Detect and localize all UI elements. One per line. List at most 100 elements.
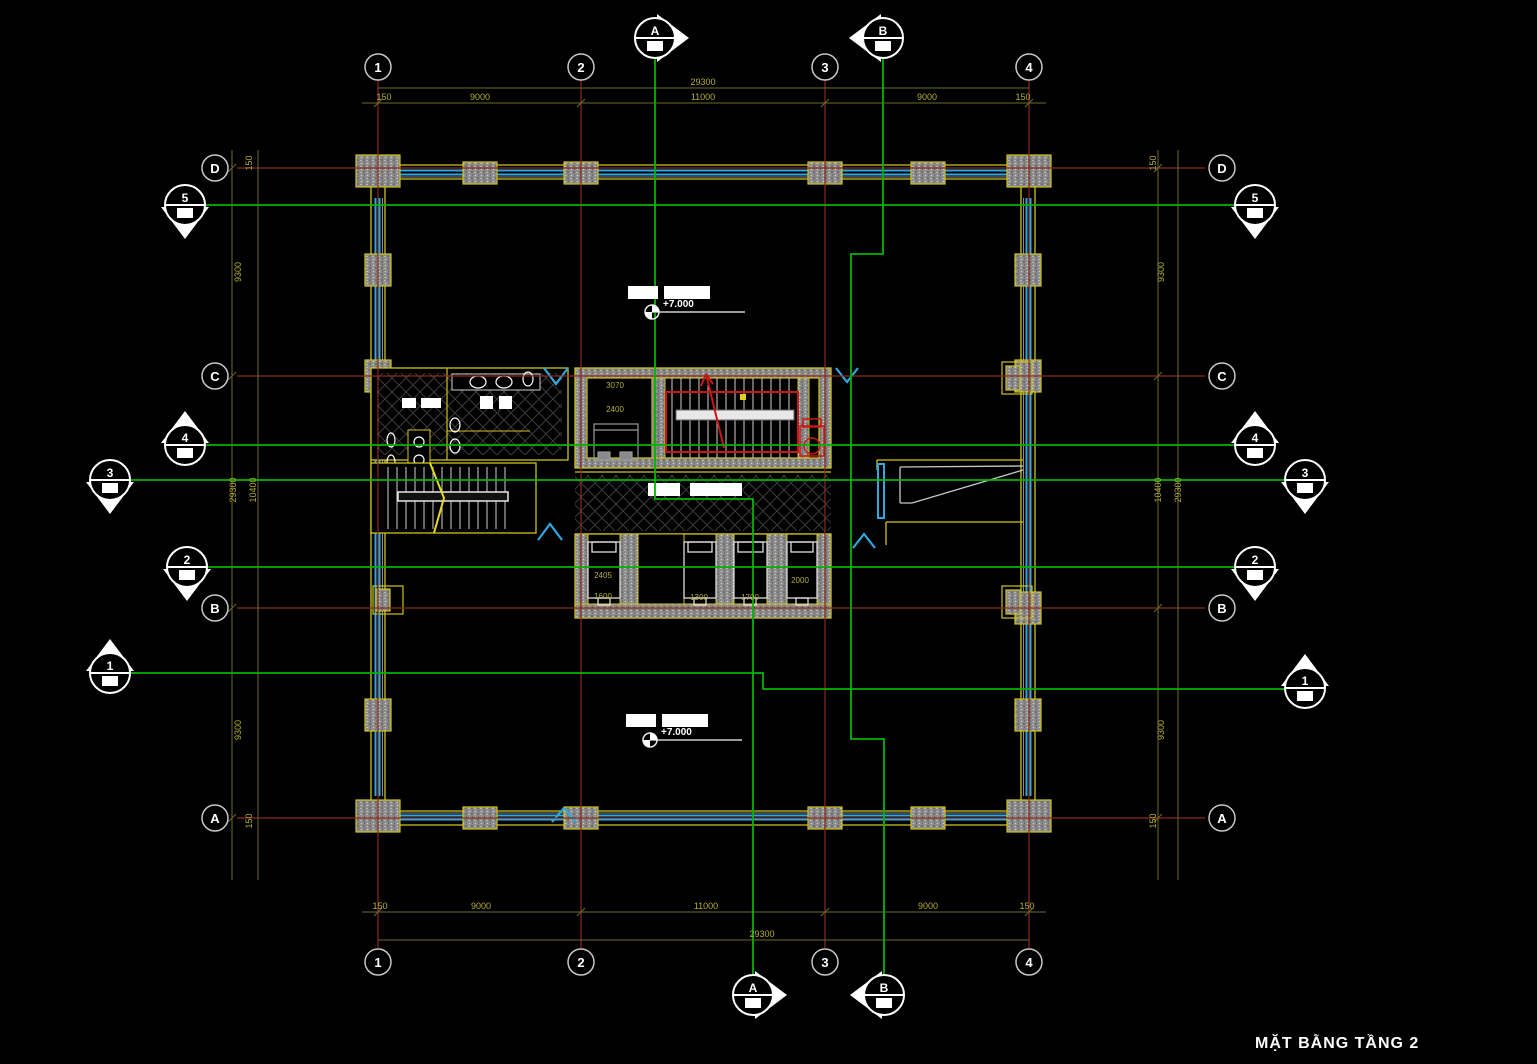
level-value-lower: +7.000 — [661, 727, 692, 738]
dim-bank: 1300 — [690, 593, 708, 602]
stair-center-rail — [675, 409, 795, 421]
section-marker-5-right: 5 — [1231, 184, 1279, 239]
escalator — [899, 465, 1024, 504]
dim-bank: 2405 — [594, 571, 612, 580]
drawing-title: MẶT BẰNG TẦNG 2 — [1255, 1033, 1419, 1052]
section-lines — [128, 58, 1288, 978]
dim-bottom-seg: 11000 — [694, 901, 718, 911]
svg-text:3: 3 — [1302, 466, 1309, 480]
svg-text:3: 3 — [107, 466, 114, 480]
dim-right-seg: 9300 — [1156, 720, 1166, 740]
section-marker-1-left: 1 — [86, 639, 134, 694]
svg-text:B: B — [880, 981, 889, 995]
grid-bubble-rowC-left: C — [201, 362, 229, 390]
svg-text:5: 5 — [182, 191, 189, 205]
dim-left-seg: 9300 — [233, 720, 243, 740]
dim-bottom-seg: 9000 — [471, 901, 491, 911]
elevator-cab — [786, 541, 818, 606]
room-label-block — [628, 286, 658, 299]
grid-bubbles: 1 2 3 4 1 2 3 4 D C B A D C B A — [201, 53, 1236, 976]
dim-bank: 1700 — [741, 593, 759, 602]
glazing-mullion-lines — [382, 176, 1024, 814]
level-marker-upper: +7.000 — [628, 286, 745, 320]
svg-text:C: C — [1217, 369, 1227, 384]
dim-top-seg: 150 — [1015, 92, 1030, 102]
dim-left-overall: 29300 — [228, 477, 238, 502]
room-label-block — [664, 286, 710, 299]
dim-bottom-seg: 150 — [1019, 901, 1034, 911]
room-label-block — [626, 714, 656, 727]
svg-text:C: C — [210, 369, 220, 384]
lift-lobby-corridor — [575, 471, 831, 535]
dim-top-seg: 9000 — [917, 92, 937, 102]
grid-bubble-col1-bottom: 1 — [364, 948, 392, 976]
svg-text:5: 5 — [1252, 191, 1259, 205]
svg-text:4: 4 — [182, 431, 189, 445]
toilet-block — [370, 367, 569, 475]
svg-text:B: B — [210, 601, 219, 616]
room-label-block — [690, 483, 742, 496]
dim-lift: 3070 — [606, 381, 624, 390]
dim-top-overall: 29300 — [690, 77, 715, 87]
svg-text:1: 1 — [107, 659, 114, 673]
dim-right-seg: 150 — [1148, 813, 1158, 828]
section-marker-B-bottom: B — [850, 971, 905, 1019]
svg-text:2: 2 — [577, 955, 584, 970]
level-marker-lower: +7.000 — [626, 714, 742, 748]
fire-hose-cabinet — [799, 418, 825, 457]
dim-right-seg: 9300 — [1156, 262, 1166, 282]
grid-bubble-col3-bottom: 3 — [811, 948, 839, 976]
section-marker-3-left: 3 — [86, 459, 134, 514]
section-marker-4-right: 4 — [1231, 411, 1279, 466]
svg-text:2: 2 — [1252, 553, 1259, 567]
dim-top-seg: 9000 — [470, 92, 490, 102]
grid-bubble-rowA-right: A — [1208, 804, 1236, 832]
level-value-upper: +7.000 — [663, 299, 694, 310]
grid-bubble-rowB-left: B — [201, 594, 229, 622]
section-marker-5-left: 5 — [161, 184, 209, 239]
svg-text:D: D — [1217, 161, 1226, 176]
grid-bubble-rowA-left: A — [201, 804, 229, 832]
dim-right-middle: 10400 — [1153, 477, 1163, 502]
svg-text:1: 1 — [374, 60, 381, 75]
grid-bubble-col2-top: 2 — [567, 53, 595, 81]
service-lift-cab — [593, 423, 639, 461]
grid-bubble-col3-top: 3 — [811, 53, 839, 81]
dim-bottom-seg: 150 — [372, 901, 387, 911]
svg-text:2: 2 — [577, 60, 584, 75]
dim-left-middle: 10400 — [248, 477, 258, 502]
svg-text:A: A — [651, 24, 660, 38]
right-wing-room — [876, 459, 1024, 545]
svg-text:A: A — [1217, 811, 1227, 826]
svg-text:2: 2 — [184, 553, 191, 567]
grid-bubble-col1-top: 1 — [364, 53, 392, 81]
glass-door — [877, 463, 885, 519]
grid-bubble-col2-bottom: 2 — [567, 948, 595, 976]
svg-text:3: 3 — [821, 955, 828, 970]
svg-text:4: 4 — [1252, 431, 1259, 445]
room-label-block — [662, 714, 708, 727]
svg-text:1: 1 — [374, 955, 381, 970]
svg-text:B: B — [1217, 601, 1226, 616]
dimension-lines — [227, 87, 1179, 941]
svg-text:1: 1 — [1302, 674, 1309, 688]
grid-bubble-rowD-right: D — [1208, 154, 1236, 182]
section-marker-B-top: B — [849, 14, 904, 62]
section-marker-4-left: 4 — [161, 411, 209, 466]
dim-left-seg: 9300 — [233, 262, 243, 282]
svg-text:B: B — [879, 24, 888, 38]
grid-bubble-col4-bottom: 4 — [1015, 948, 1043, 976]
dim-top-seg: 150 — [376, 92, 391, 102]
elevator-cab — [587, 541, 621, 606]
dim-bottom-seg: 9000 — [918, 901, 938, 911]
grid-lines — [237, 80, 1205, 948]
left-stair — [370, 462, 537, 534]
section-markers: A B A B 5 5 — [86, 14, 1329, 1019]
dim-top-seg: 11000 — [691, 92, 715, 102]
dim-right-overall: 29300 — [1173, 477, 1183, 502]
svg-text:4: 4 — [1025, 60, 1033, 75]
grid-bubble-col4-top: 4 — [1015, 53, 1043, 81]
elevator-cab — [683, 541, 717, 606]
dim-right-seg: 150 — [1148, 155, 1158, 170]
